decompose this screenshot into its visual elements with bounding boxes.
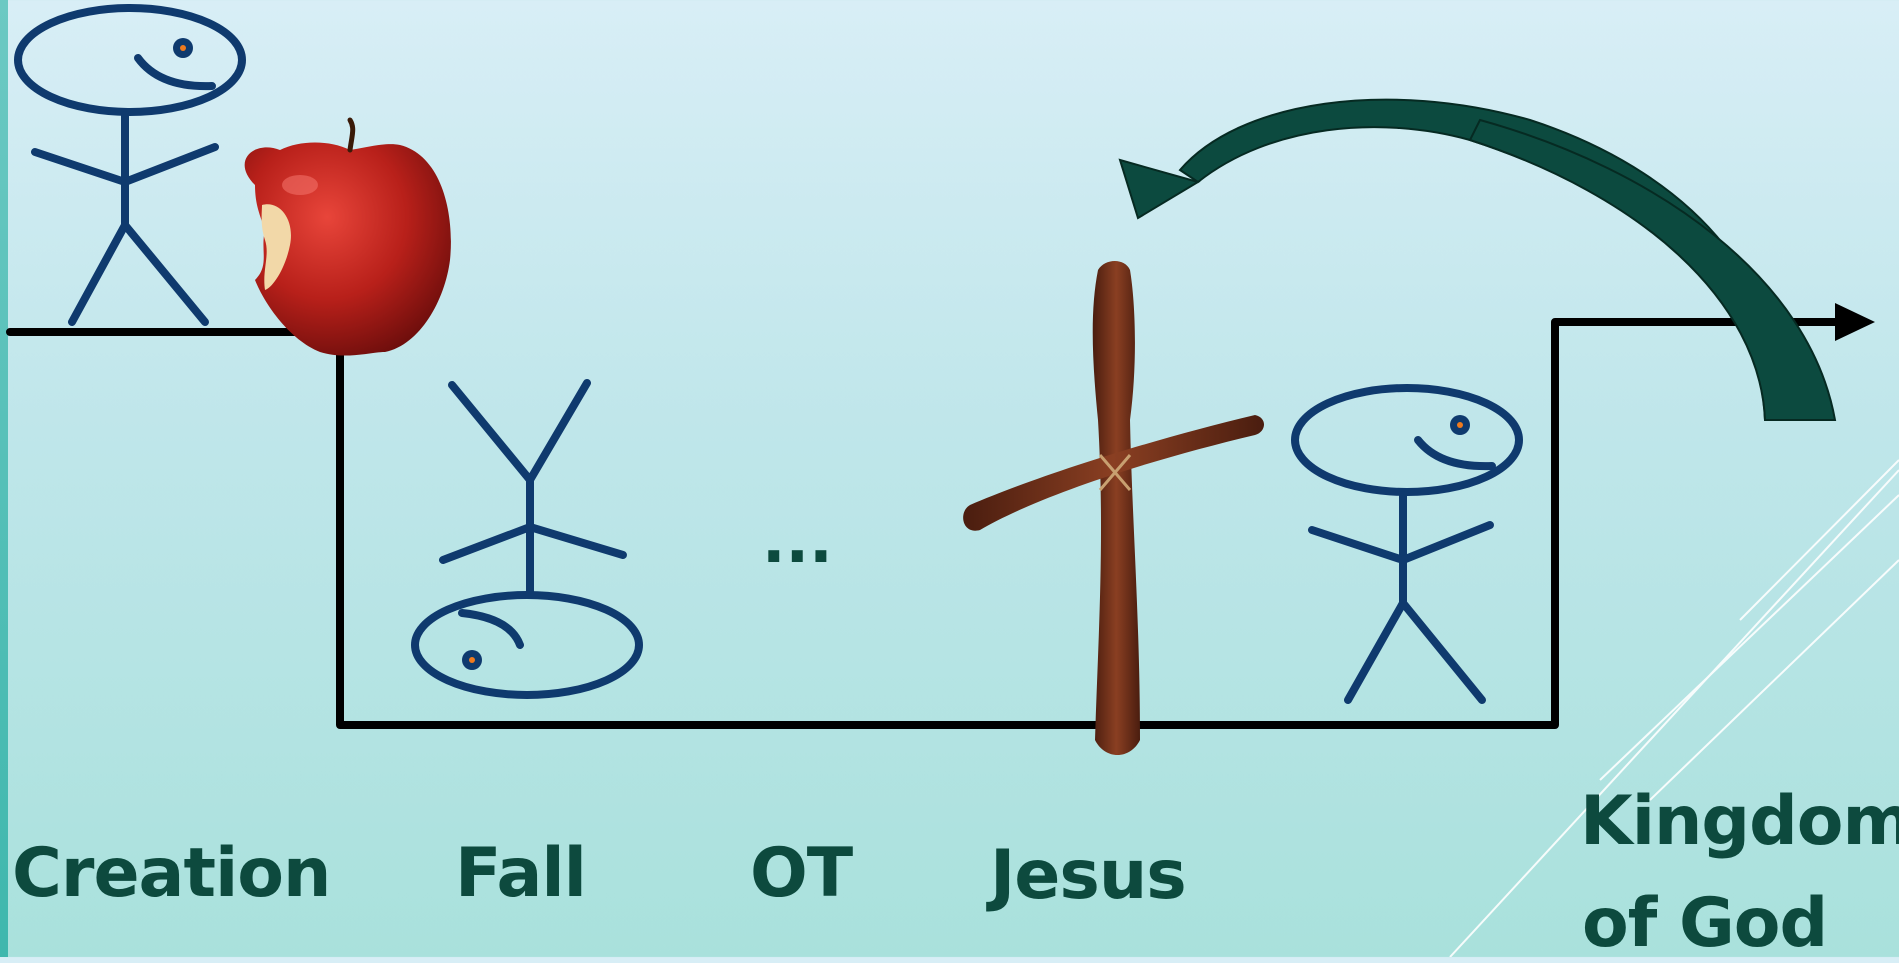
wooden-cross-icon	[963, 261, 1264, 755]
label-kingdom-line2: of God	[1582, 890, 1827, 958]
decorative-diagonal-lines	[1450, 460, 1899, 957]
arrowhead-icon	[1835, 303, 1875, 341]
curved-arrow-icon	[1120, 91, 1837, 420]
path-line	[10, 322, 1845, 725]
upside-down-stick-figure-icon	[415, 383, 639, 695]
bitten-apple-icon	[245, 120, 451, 356]
kingdom-stick-figure-icon	[1295, 388, 1519, 700]
ellipsis-ot: ...	[762, 510, 833, 572]
label-kingdom-line1: Kingdom	[1580, 788, 1899, 856]
label-ot: OT	[750, 840, 852, 908]
creation-stick-figure-icon	[18, 8, 242, 322]
label-jesus: Jesus	[990, 842, 1186, 910]
label-creation: Creation	[12, 840, 330, 908]
label-fall: Fall	[455, 840, 586, 908]
